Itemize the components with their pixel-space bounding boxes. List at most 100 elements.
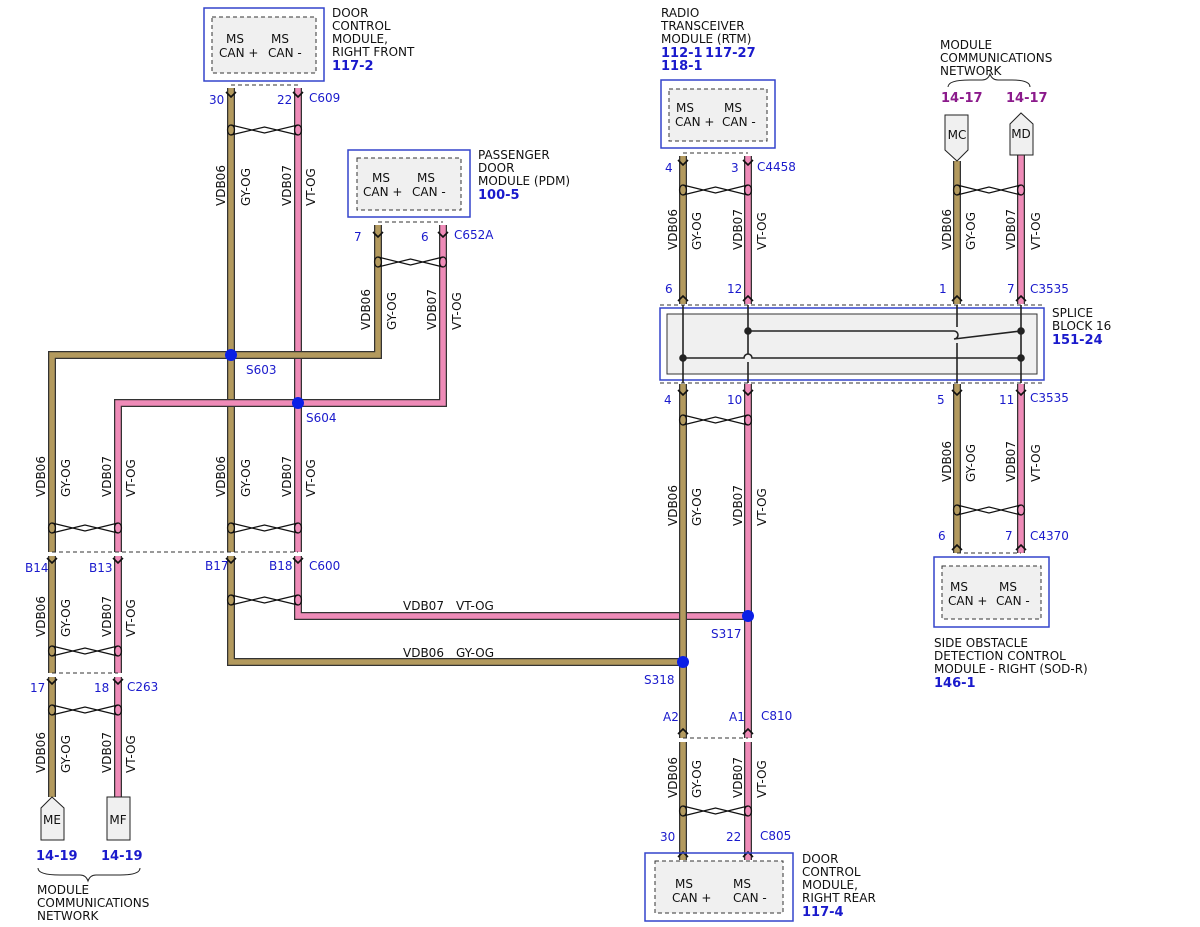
module-title-line: DOOR <box>332 6 368 20</box>
wire-circuit-label: VDB07 <box>100 456 114 497</box>
terminal-arrow <box>677 389 689 397</box>
module-page-ref[interactable]: 118-1 <box>661 59 703 74</box>
stub-me[interactable] <box>40 796 65 841</box>
wire-circuit-label: VDB07 <box>731 209 745 250</box>
network-page-ref[interactable]: 14-17 <box>1006 91 1048 106</box>
module-page-ref[interactable]: 117-27 <box>705 46 756 61</box>
connector-name[interactable]: C3535 <box>1030 391 1069 405</box>
pin-number[interactable]: 1 <box>939 282 947 296</box>
stub-mf[interactable] <box>106 796 131 841</box>
twisted-pair-marker <box>47 704 123 716</box>
pin-number[interactable]: B14 <box>25 561 49 575</box>
pin-number[interactable]: 4 <box>665 161 673 175</box>
connector-name[interactable]: C805 <box>760 829 791 843</box>
pin-number[interactable]: 5 <box>937 393 945 407</box>
module-page-ref[interactable]: 100-5 <box>478 188 520 203</box>
splice-s317[interactable] <box>742 610 754 622</box>
wire-vdb06-pdm[interactable] <box>49 225 381 552</box>
splice-s603[interactable] <box>225 349 237 361</box>
connector-name[interactable]: C263 <box>127 680 158 694</box>
pin-number[interactable]: 12 <box>727 282 742 296</box>
pin-number[interactable]: 3 <box>731 161 739 175</box>
terminal-arrow <box>742 159 754 167</box>
splice-s318[interactable] <box>677 656 689 668</box>
network-page-ref[interactable]: 14-17 <box>941 91 983 106</box>
splice-name[interactable]: S317 <box>711 627 742 641</box>
module-page-ref[interactable]: 117-4 <box>802 905 844 920</box>
splice-s604[interactable] <box>292 397 304 409</box>
pin-number[interactable]: 4 <box>664 393 672 407</box>
wire-circuit-label: VDB06 <box>940 209 954 250</box>
connector-name[interactable]: C600 <box>309 559 340 573</box>
splice-block-page-ref[interactable]: 151-24 <box>1052 333 1103 348</box>
module-dcm-right-front[interactable]: MS CAN + MS CAN - DOOR CONTROL MODULE, R… <box>203 6 415 82</box>
splice-block-16[interactable]: SPLICE BLOCK 16 151-24 <box>659 304 1111 384</box>
module-page-ref[interactable]: 117-2 <box>332 59 374 74</box>
connector-name[interactable]: C609 <box>309 91 340 105</box>
pin-number[interactable]: 7 <box>354 230 362 244</box>
module-border <box>203 7 325 82</box>
pin-number[interactable]: 22 <box>726 830 741 844</box>
pin-number[interactable]: 22 <box>277 93 292 107</box>
pin-number[interactable]: 7 <box>1007 282 1015 296</box>
wire-color-label: VT-OG <box>124 459 138 497</box>
twisted-pair-marker <box>47 645 123 657</box>
pin-number[interactable]: 7 <box>1005 529 1013 543</box>
pin-number[interactable]: 18 <box>94 681 109 695</box>
twist-markers-layer <box>46 91 1027 858</box>
module-title-line: MODULE (PDM) <box>478 174 570 188</box>
stub-md[interactable] <box>1009 112 1034 156</box>
network-page-ref[interactable]: 14-19 <box>36 849 78 864</box>
module-ms-label: MS <box>271 32 289 46</box>
wire-circuit-label: VDB07 <box>100 596 114 637</box>
connector-name[interactable]: C4458 <box>757 160 796 174</box>
module-radio-transceiver[interactable]: MS CAN + MS CAN - RADIO TRANSCEIVER MODU… <box>660 6 776 149</box>
twisted-pair-marker <box>952 184 1026 196</box>
module-dcm-right-rear[interactable]: MS CAN + MS CAN - DOOR CONTROL MODULE, R… <box>644 852 876 922</box>
pin-number[interactable]: B13 <box>89 561 113 575</box>
pin-number[interactable]: 30 <box>209 93 224 107</box>
module-can-minus-label: CAN - <box>268 46 302 60</box>
splice-name[interactable]: S604 <box>306 411 337 425</box>
connector-name[interactable]: C4370 <box>1030 529 1069 543</box>
connector-name[interactable]: C810 <box>761 709 792 723</box>
connector-name[interactable]: C3535 <box>1030 282 1069 296</box>
wire-color-label: VT-OG <box>755 212 769 250</box>
pin-number[interactable]: B18 <box>269 559 293 573</box>
terminal-arrow <box>951 543 963 551</box>
network-title-line: COMMUNICATIONS <box>37 896 149 910</box>
twisted-pair-marker <box>952 504 1026 516</box>
terminal-arrow <box>742 850 754 858</box>
pin-number[interactable]: 6 <box>421 230 429 244</box>
wire-vdb06-c600-s318[interactable] <box>228 556 683 665</box>
stub-mc[interactable] <box>944 114 969 162</box>
splice-name[interactable]: S318 <box>644 673 675 687</box>
module-title-line: MODULE (RTM) <box>661 32 751 46</box>
module-ms-label: MS <box>724 101 742 115</box>
pin-number[interactable]: 17 <box>30 681 45 695</box>
wire-vdb07-c600-s317[interactable] <box>295 556 748 619</box>
module-side-obstacle-detection[interactable]: MS CAN + MS CAN - SIDE OBSTACLE DETECTIO… <box>933 556 1088 691</box>
pin-number[interactable]: 30 <box>660 830 675 844</box>
network-bottom: ME MF 14-19 14-19 MODULE COMMUNICATIONS … <box>36 796 149 923</box>
wire-color-label: VT-OG <box>124 735 138 773</box>
wire-color-label: GY-OG <box>964 212 978 250</box>
module-title-line: MODULE, <box>332 32 388 46</box>
pin-number[interactable]: A2 <box>663 710 679 724</box>
network-page-ref[interactable]: 14-19 <box>101 849 143 864</box>
pin-number[interactable]: A1 <box>729 710 745 724</box>
module-border <box>660 79 776 149</box>
terminal-arrow <box>951 389 963 397</box>
connector-name[interactable]: C652A <box>454 228 494 242</box>
pin-number[interactable]: B17 <box>205 559 229 573</box>
wire-vdb07-pdm[interactable] <box>115 225 446 552</box>
module-ms-label: MS <box>676 101 694 115</box>
module-passenger-door-module[interactable]: MS CAN + MS CAN - PASSENGER DOOR MODULE … <box>347 148 570 218</box>
module-page-ref[interactable]: 146-1 <box>934 676 976 691</box>
pin-number[interactable]: 11 <box>999 393 1014 407</box>
pin-number[interactable]: 10 <box>727 393 742 407</box>
pin-number[interactable]: 6 <box>938 529 946 543</box>
splice-name[interactable]: S603 <box>246 363 277 377</box>
pin-number[interactable]: 6 <box>665 282 673 296</box>
module-page-ref[interactable]: 112-1 <box>661 46 703 61</box>
